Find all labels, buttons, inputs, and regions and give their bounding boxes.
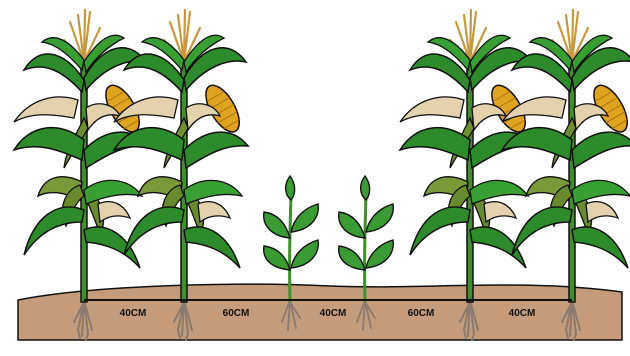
spacing-label-3: 40CM [320, 308, 347, 319]
spacing-label-5: 40CM [509, 308, 536, 319]
spacing-label-1: 40CM [120, 308, 147, 319]
spacing-label-2: 60CM [223, 308, 250, 319]
spacing-label-4: 60CM [408, 308, 435, 319]
